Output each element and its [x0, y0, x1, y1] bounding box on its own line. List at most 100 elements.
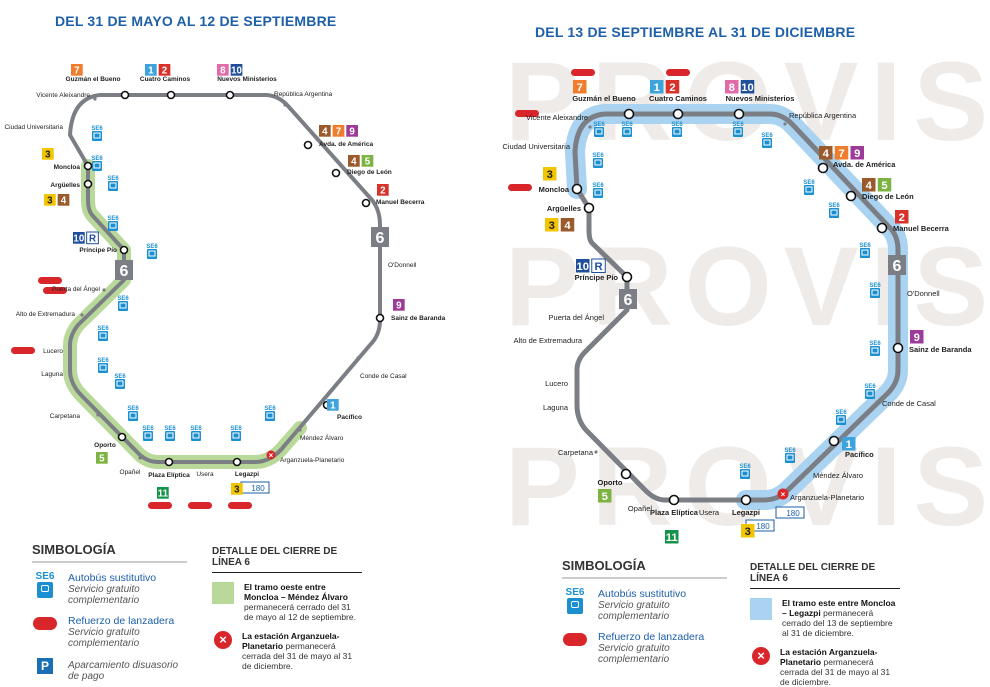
station-name: Vicente Aleixandre [36, 92, 90, 99]
interchange-marker [892, 342, 904, 354]
station-tick [102, 288, 106, 292]
station: Opañel [628, 495, 654, 513]
bus-icon-glyph [786, 454, 794, 461]
se6-bus-stop: SE6 [117, 296, 129, 311]
bus-icon [567, 598, 583, 614]
closure-bold: El tramo oeste entre Moncloa – Méndez Ál… [244, 582, 348, 602]
transfer-line-7-badge [71, 64, 83, 76]
closed-station-icon [777, 488, 789, 500]
station: Puerta del Ángel [549, 313, 609, 331]
transfer-line-3-badge [42, 148, 54, 160]
transfer-line-2-badge [895, 210, 909, 224]
station: ×Arganzuela-Planetario [777, 488, 864, 502]
station: Laguna [543, 403, 579, 412]
transfer-line-label: 7 [336, 126, 341, 137]
station: Méndez Álvaro [298, 428, 344, 442]
station: Conde de Casal [356, 356, 407, 380]
station: O'Donnell [896, 289, 940, 298]
interchange-marker [620, 468, 632, 480]
se6-bus-stop: SE6 [91, 156, 103, 171]
bus-180-tag: 180 [775, 506, 805, 519]
station: Alto de Extremadura [16, 311, 84, 318]
station-tick [575, 405, 579, 409]
se6-label: SE6 [732, 122, 744, 128]
transfer-line-11-badge [665, 530, 679, 544]
se6-label: SE6 [127, 406, 139, 412]
closed-x-mark: × [269, 451, 274, 460]
station-name: Alto de Extremadura [514, 336, 583, 345]
transfer-line-2-badge [665, 80, 680, 94]
station-name: Príncipe Pío [575, 273, 619, 282]
station-tick [68, 371, 72, 375]
se6-bus-stop: SE6 [127, 406, 139, 421]
legend-bus-label: Autobús sustitutivo [68, 572, 157, 584]
transfer-line-label: 9 [349, 126, 355, 137]
transfer-line-label: 9 [396, 300, 402, 311]
line-6-badge-label: 6 [624, 292, 633, 309]
station-name: Opañel [628, 504, 653, 513]
se6-label: SE6 [97, 326, 109, 332]
bus-icon-glyph [99, 364, 107, 371]
transfer-line-label: R [89, 233, 96, 244]
legend-bus-sub: Servicio gratuito complementario [598, 600, 670, 622]
transfer-line-9-badge [346, 125, 358, 137]
transfer-line-7-badge [573, 80, 587, 94]
legend-bus-label: Autobús sustitutivo [598, 588, 687, 600]
station: Laguna [41, 371, 72, 378]
legend-title: SIMBOLOGÍA [562, 558, 727, 579]
shuttle-reinforcement-icon [148, 502, 172, 509]
station-tick [783, 122, 787, 126]
se6-bus-stop: SE6 [869, 341, 881, 356]
bus-icon-glyph [871, 289, 879, 296]
se6-bus-stop: SE6 [107, 176, 119, 191]
station-tick [650, 495, 654, 499]
station: Carpetana [558, 448, 598, 457]
se6-label: SE6 [117, 296, 129, 302]
se6-code: SE6 [35, 571, 55, 582]
closed-station-icon [266, 450, 276, 460]
interchange-marker [740, 494, 752, 506]
transfer-line-label: 4 [866, 180, 873, 192]
transfer-line-label: 1 [654, 82, 660, 94]
station-name: Conde de Casal [360, 373, 407, 380]
transfer-line-label: 3 [745, 526, 751, 538]
transfer-line-11-badge [157, 487, 169, 499]
transfer-line-10-badge [73, 232, 85, 244]
interchange-marker [668, 494, 680, 506]
transfer-line-1-badge [145, 64, 157, 76]
line-6-track [68, 93, 382, 464]
se6-code: SE6 [565, 587, 585, 598]
se6-bus-stop: SE6 [869, 283, 881, 298]
legend-shuttle-label: Refuerzo de lanzadera [68, 615, 175, 627]
station-name: Plaza Elíptica [650, 508, 699, 517]
station-name: Argüelles [50, 182, 80, 189]
station-tick [575, 381, 579, 385]
bus-icon-glyph [741, 470, 749, 477]
bus-icon-glyph [166, 432, 174, 439]
closed-section-swatch [750, 598, 772, 620]
transfer-line-label: 10 [576, 261, 589, 273]
station: ×Arganzuela-Planetario [266, 450, 345, 464]
bus-180-label: 180 [756, 522, 770, 531]
transfer-line-label: 2 [669, 82, 675, 94]
bus-icon-glyph [861, 249, 869, 256]
station-name: Plaza Elíptica [148, 472, 190, 479]
interchange-marker [164, 457, 174, 467]
legend-title: SIMBOLOGÍA [32, 542, 187, 563]
se6-bus-stop: SE6 [142, 426, 154, 441]
transfer-line-2-badge [158, 64, 171, 76]
line-6-badge-box [371, 227, 389, 247]
